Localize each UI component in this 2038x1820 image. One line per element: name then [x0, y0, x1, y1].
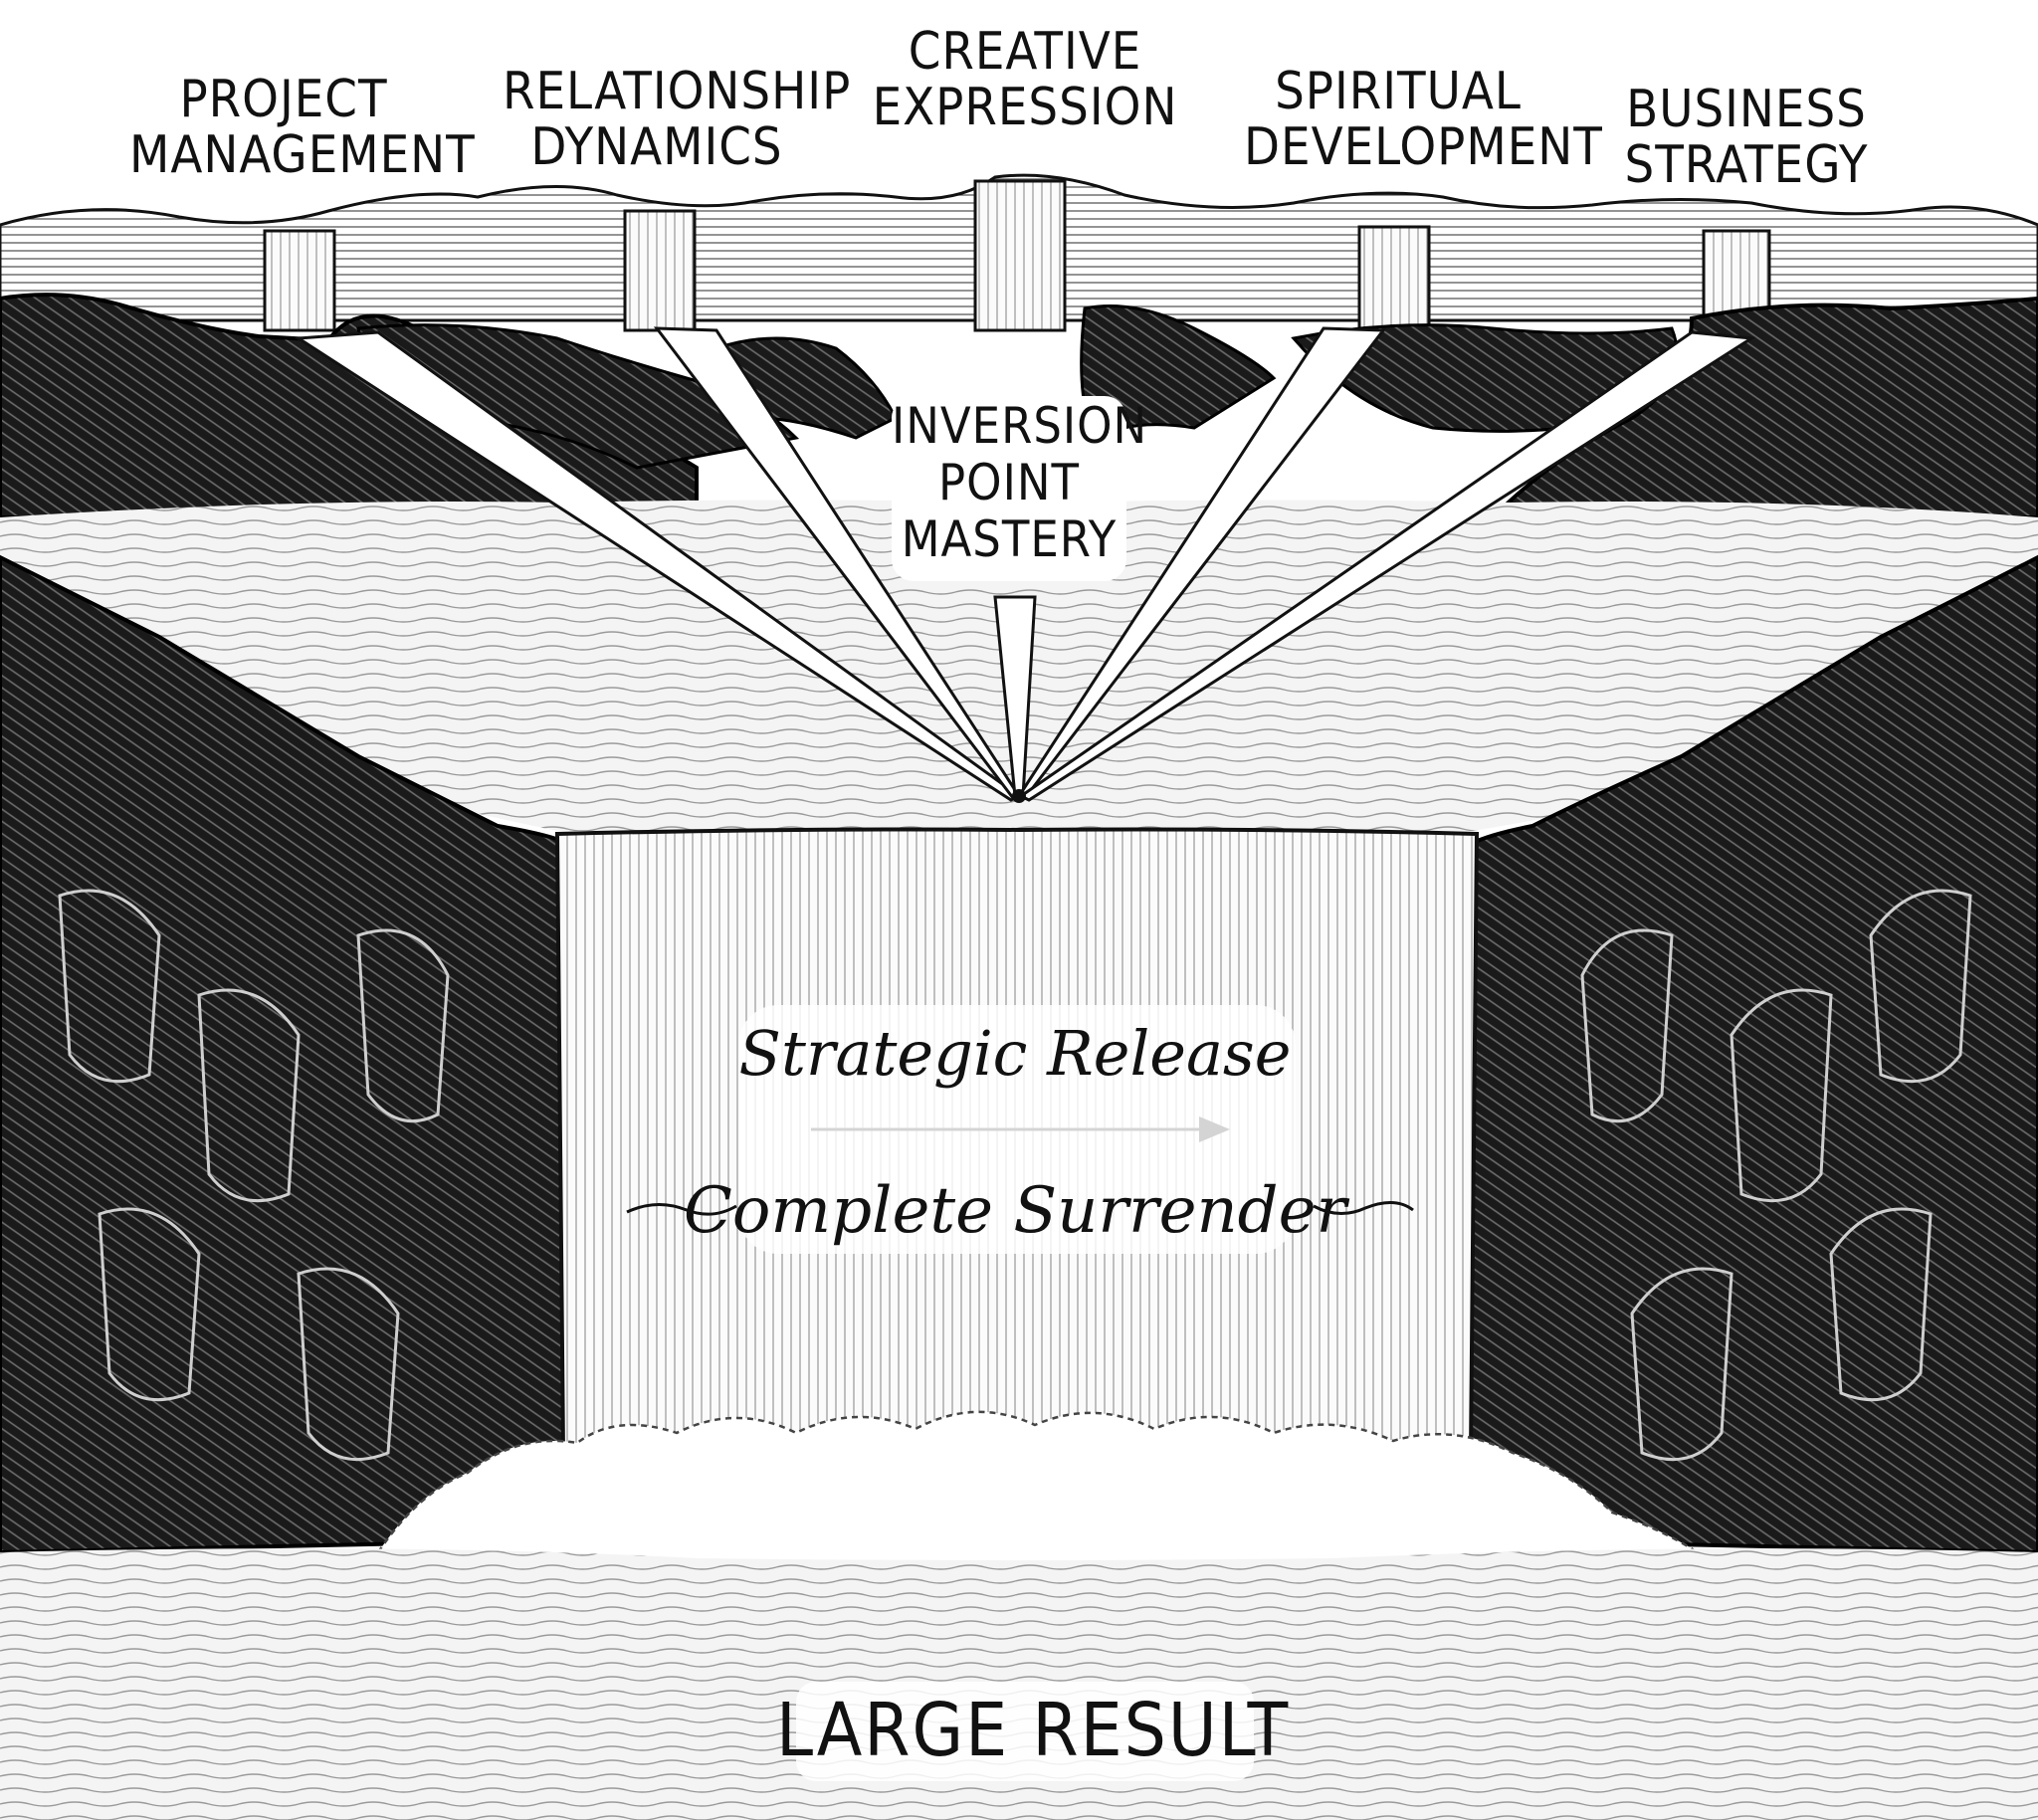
- stream-label-relationship-dynamics: RELATIONSHIP DYNAMICS: [503, 62, 852, 178]
- converging-streams: [294, 326, 1756, 802]
- stream-label-spiritual-development: SPIRITUAL DEVELOPMENT: [1244, 62, 1603, 178]
- convergence-label: INVERSION POINT MASTERY: [892, 397, 1148, 568]
- strategic-release-label: Strategic Release: [738, 1017, 1292, 1090]
- outcome-label: LARGE RESULT: [776, 1688, 1291, 1773]
- upper-rock-band: [0, 293, 2038, 519]
- stream-label-project-management: PROJECT MANAGEMENT: [129, 70, 476, 186]
- transition-label-background: [738, 1005, 1296, 1254]
- convergence-point: [1012, 789, 1026, 803]
- stream-label-creative-expression: CREATIVE EXPRESSION: [872, 22, 1178, 138]
- convergence-label-background: [892, 396, 1126, 581]
- splash-foam: [376, 1410, 1716, 1564]
- surrender-flourish: [626, 1201, 1414, 1216]
- stream-label-business-strategy: BUSINESS STRATEGY: [1624, 80, 1869, 196]
- outcome-label-background: [796, 1682, 1254, 1781]
- complete-surrender-label: Complete Surrender: [683, 1174, 1347, 1248]
